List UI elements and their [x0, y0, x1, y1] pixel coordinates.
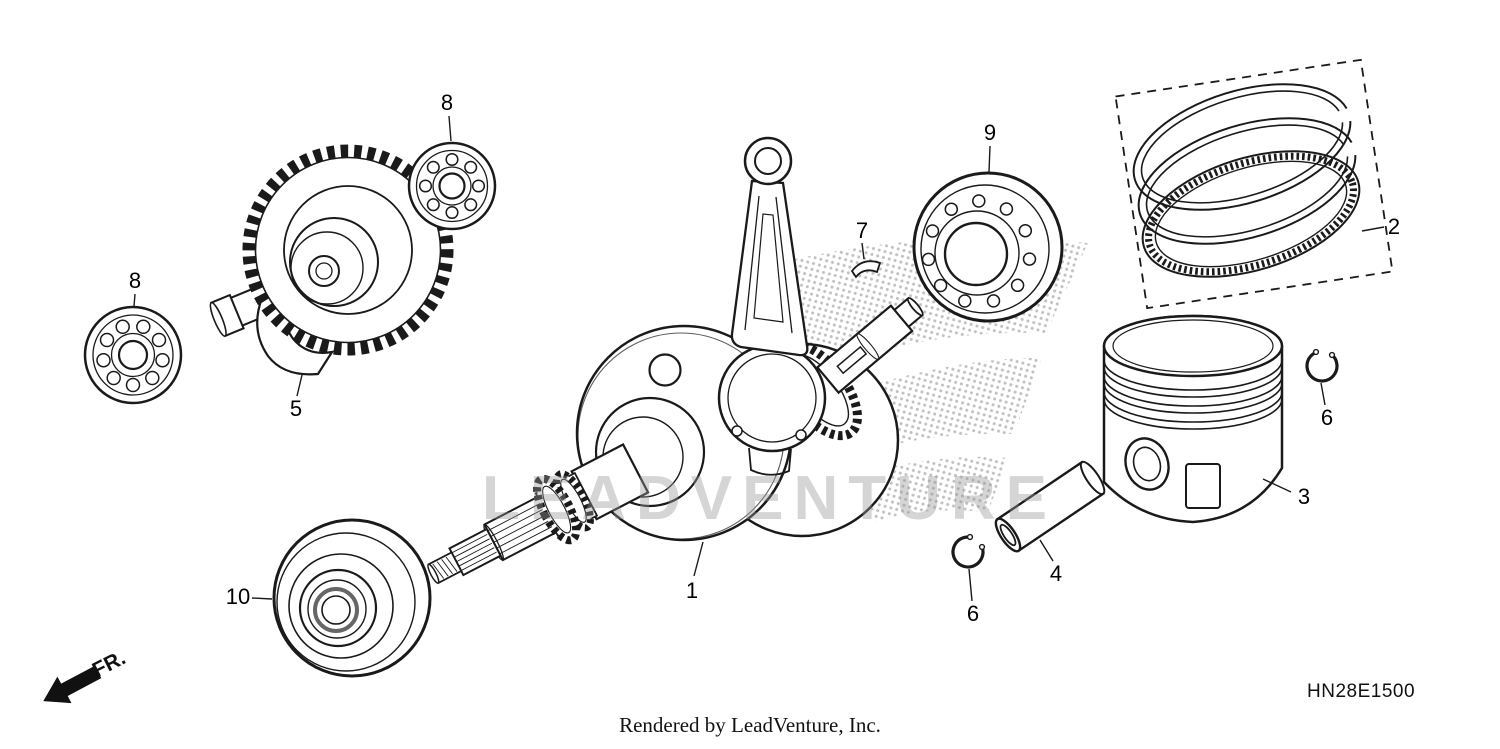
oil-ring	[1141, 150, 1361, 278]
callout-5-balancer[interactable]: 5	[289, 396, 303, 421]
callout-7-woodruff-key[interactable]: 7	[855, 218, 869, 243]
balancer-gear	[242, 144, 454, 356]
callout-8-bearing-left[interactable]: 8	[128, 268, 142, 293]
web-balance-hole	[648, 353, 682, 387]
piston-pin	[994, 460, 1106, 553]
leader-lines	[133, 115, 1385, 602]
rod-bolt	[795, 429, 807, 441]
ring-set-box	[1114, 58, 1394, 310]
compression-ring-second	[1137, 117, 1357, 245]
bearing-8-left	[83, 305, 183, 405]
crank-right-shaft	[815, 296, 924, 395]
piston-skirt-window	[1185, 463, 1221, 509]
piston	[1102, 314, 1284, 524]
rod-bolt	[731, 425, 743, 437]
callout-2-ring-set[interactable]: 2	[1387, 214, 1401, 239]
callout-4-piston-pin[interactable]: 4	[1049, 561, 1063, 586]
rod-small-end	[743, 136, 793, 186]
callout-8-bearing-upper[interactable]: 8	[440, 90, 454, 115]
callout-3-piston[interactable]: 3	[1297, 484, 1311, 509]
bearing-8-upper	[407, 141, 497, 231]
woodruff-key	[850, 260, 882, 279]
callout-6-snap-ring-upper[interactable]: 6	[1320, 405, 1334, 430]
crank-left-shaft	[427, 443, 650, 585]
callout-9-bearing-large[interactable]: 9	[983, 120, 997, 145]
callout-6-snap-ring-lower[interactable]: 6	[966, 601, 980, 626]
bearing-9	[912, 171, 1064, 323]
snap-ring-upper	[1305, 348, 1339, 383]
compression-ring-top	[1132, 83, 1352, 211]
diagram-code: HN28E1500	[1307, 681, 1416, 702]
piston-ring-set	[1114, 58, 1394, 310]
connecting-rod	[717, 136, 827, 476]
snap-ring-lower	[951, 533, 986, 569]
bearing-10	[272, 518, 432, 678]
callout-1-crankshaft[interactable]: 1	[685, 578, 699, 603]
callout-10-bearing-bottom[interactable]: 10	[225, 584, 251, 609]
front-direction-arrow: FR.	[43, 646, 129, 704]
crankshaft	[427, 136, 924, 585]
balancer-shaft	[209, 144, 454, 376]
primary-drive-gear-edge	[533, 470, 594, 545]
footer-credit: Rendered by LeadVenture, Inc.	[619, 713, 881, 737]
keyway-slot	[836, 345, 868, 375]
piston-pin-boss	[1124, 437, 1170, 491]
